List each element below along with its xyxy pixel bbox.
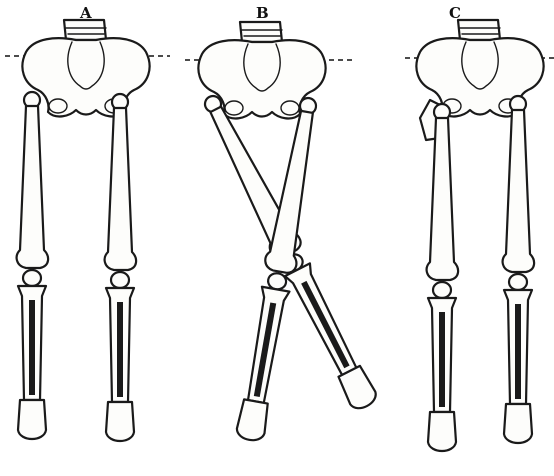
leg-c-left: [503, 96, 534, 443]
pelvis-a: [22, 20, 149, 116]
leg-c-fractured: [420, 100, 458, 451]
panel-a: [5, 20, 170, 441]
panel-b: [185, 22, 381, 443]
leg-a-left: [105, 94, 136, 441]
leg-b-straight: [234, 95, 325, 442]
panel-c: [405, 20, 554, 451]
leg-a-right: [17, 92, 48, 439]
